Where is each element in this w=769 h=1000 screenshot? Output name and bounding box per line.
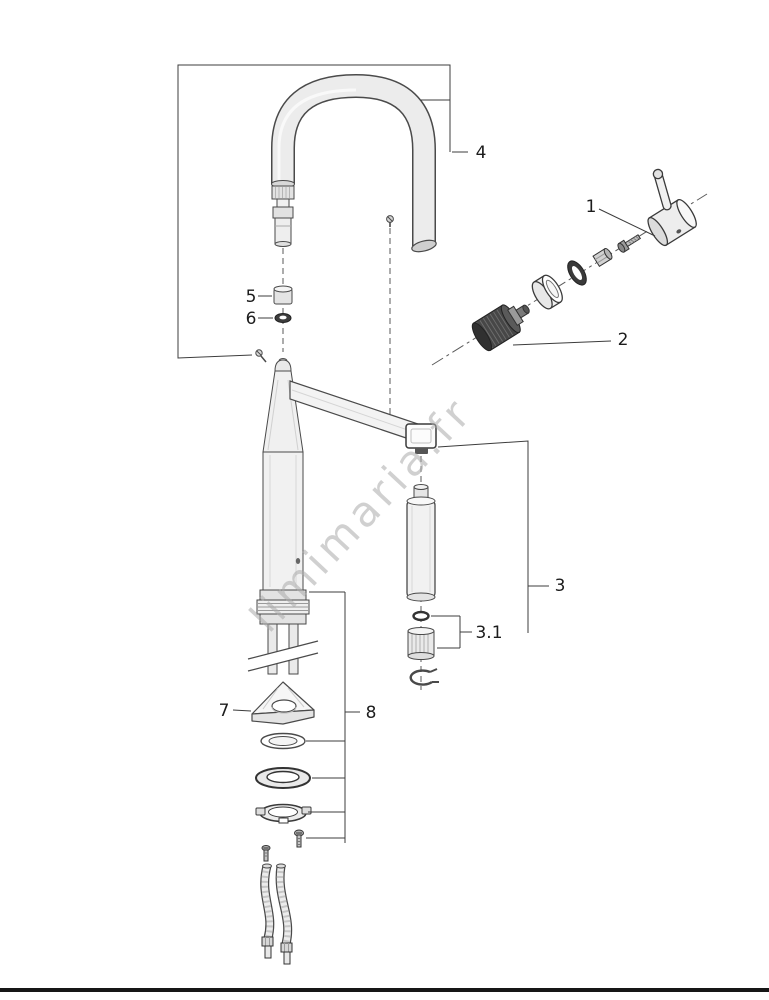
handle-lever (647, 168, 697, 247)
leader-part7 (232, 709, 252, 712)
aerator (407, 627, 435, 660)
handle-o-ring (567, 260, 587, 286)
spray-head-connector (271, 185, 295, 247)
part-label-3-1: 3.1 (475, 623, 502, 643)
side-arm (289, 380, 437, 454)
handle-screw-icon (617, 234, 642, 253)
aerator-o-ring (412, 610, 430, 622)
body-shank (247, 589, 319, 675)
part-label-6: 6 (246, 309, 257, 329)
part-label-5: 5 (246, 287, 257, 307)
dome-cap (531, 274, 563, 310)
part-label-4: 4 (476, 143, 487, 163)
supply-hoses (260, 863, 293, 965)
page-bottom-border (0, 988, 769, 992)
part-label-1: 1 (586, 197, 597, 217)
retaining-clip (409, 668, 439, 686)
leader-part1 (598, 208, 656, 237)
part-label-2: 2 (618, 330, 629, 350)
callout-bracket-part3 (437, 440, 549, 633)
flat-washer (260, 732, 306, 750)
part-o-ring-spout (274, 313, 292, 323)
mounting-wedge (251, 681, 315, 725)
hose-connector (406, 484, 436, 602)
part-label-7: 7 (219, 701, 230, 721)
mounting-screw-2 (261, 845, 271, 862)
adapter-nut (592, 248, 613, 268)
part-label-3: 3 (555, 576, 566, 596)
cartridge (471, 304, 530, 352)
callout-bracket-part3-1 (431, 615, 472, 649)
mounting-clamp-ring (255, 803, 312, 824)
leader-part2 (512, 340, 612, 346)
callout-bracket-part8 (306, 591, 360, 843)
part-label-8: 8 (366, 703, 377, 723)
arm-screw-icon (386, 215, 394, 414)
spout (271, 73, 437, 253)
base-seal-washer (255, 767, 311, 789)
mounting-screw-1 (294, 829, 304, 848)
set-screw-top-icon (255, 349, 267, 363)
part-bearing-ring (273, 285, 293, 305)
